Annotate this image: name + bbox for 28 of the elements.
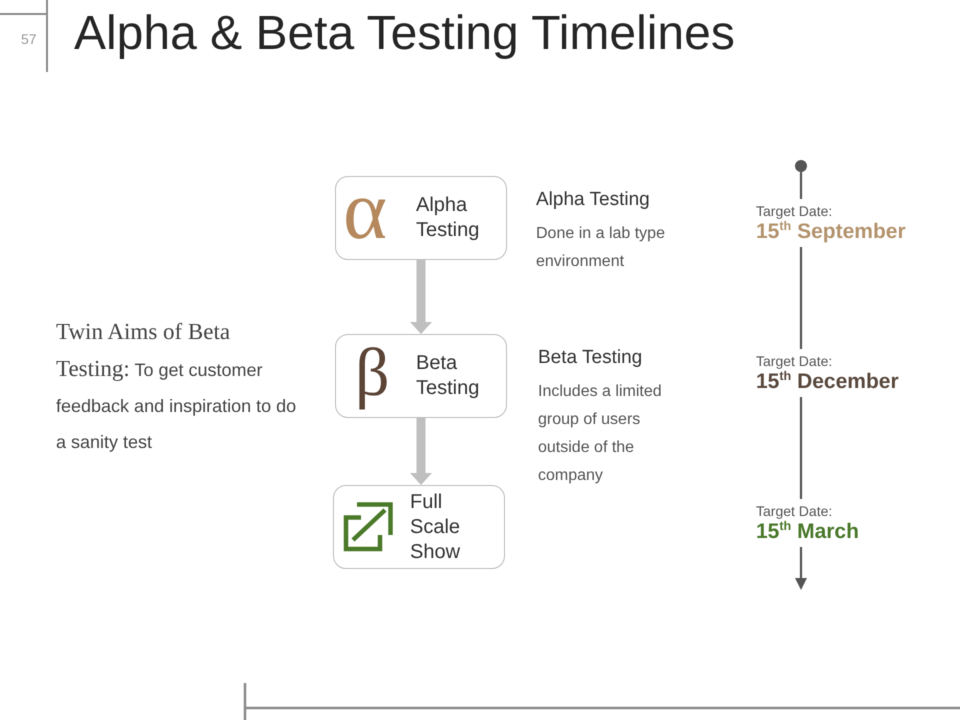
target-date: 15$^{th}$ December [756, 370, 899, 394]
date-caption: Target Date: [756, 352, 834, 370]
timeline-arrow [795, 547, 807, 590]
timeline-line [800, 247, 802, 349]
date-caption: Target Date: [756, 202, 834, 220]
slide-title: Alpha & Beta Testing Timelines [74, 6, 735, 62]
stage-label: Full Scale Show [410, 490, 462, 564]
stage-card [335, 334, 507, 418]
flow-arrow [410, 260, 432, 334]
stage-label: Alpha Testing [416, 193, 480, 243]
page-number: 57 [21, 31, 37, 47]
description-heading: Alpha Testing [536, 188, 651, 212]
description-text: Includes a limited group of users outside of the company [538, 382, 663, 486]
stage-card [335, 176, 507, 260]
description-heading: Beta Testing [538, 346, 644, 370]
target-date: 15$^{th}$ March [756, 520, 859, 544]
alpha-letter: α [343, 181, 388, 241]
timeline-dot [795, 160, 807, 172]
date-caption: Target Date: [756, 502, 834, 520]
description-text: Done in a lab type environment [536, 224, 666, 272]
aims-paragraph: Twin Aims of Beta Testing: To get customer feedback and inspiration to do a sanity test [56, 318, 298, 454]
flow-arrow [410, 418, 432, 485]
stage-card [333, 485, 505, 569]
timeline-line [800, 172, 802, 199]
beta-letter: β [355, 335, 390, 409]
timeline-line [800, 397, 802, 499]
stage-label: Beta Testing [416, 351, 480, 401]
target-date: 15$^{th}$ September [756, 220, 906, 244]
